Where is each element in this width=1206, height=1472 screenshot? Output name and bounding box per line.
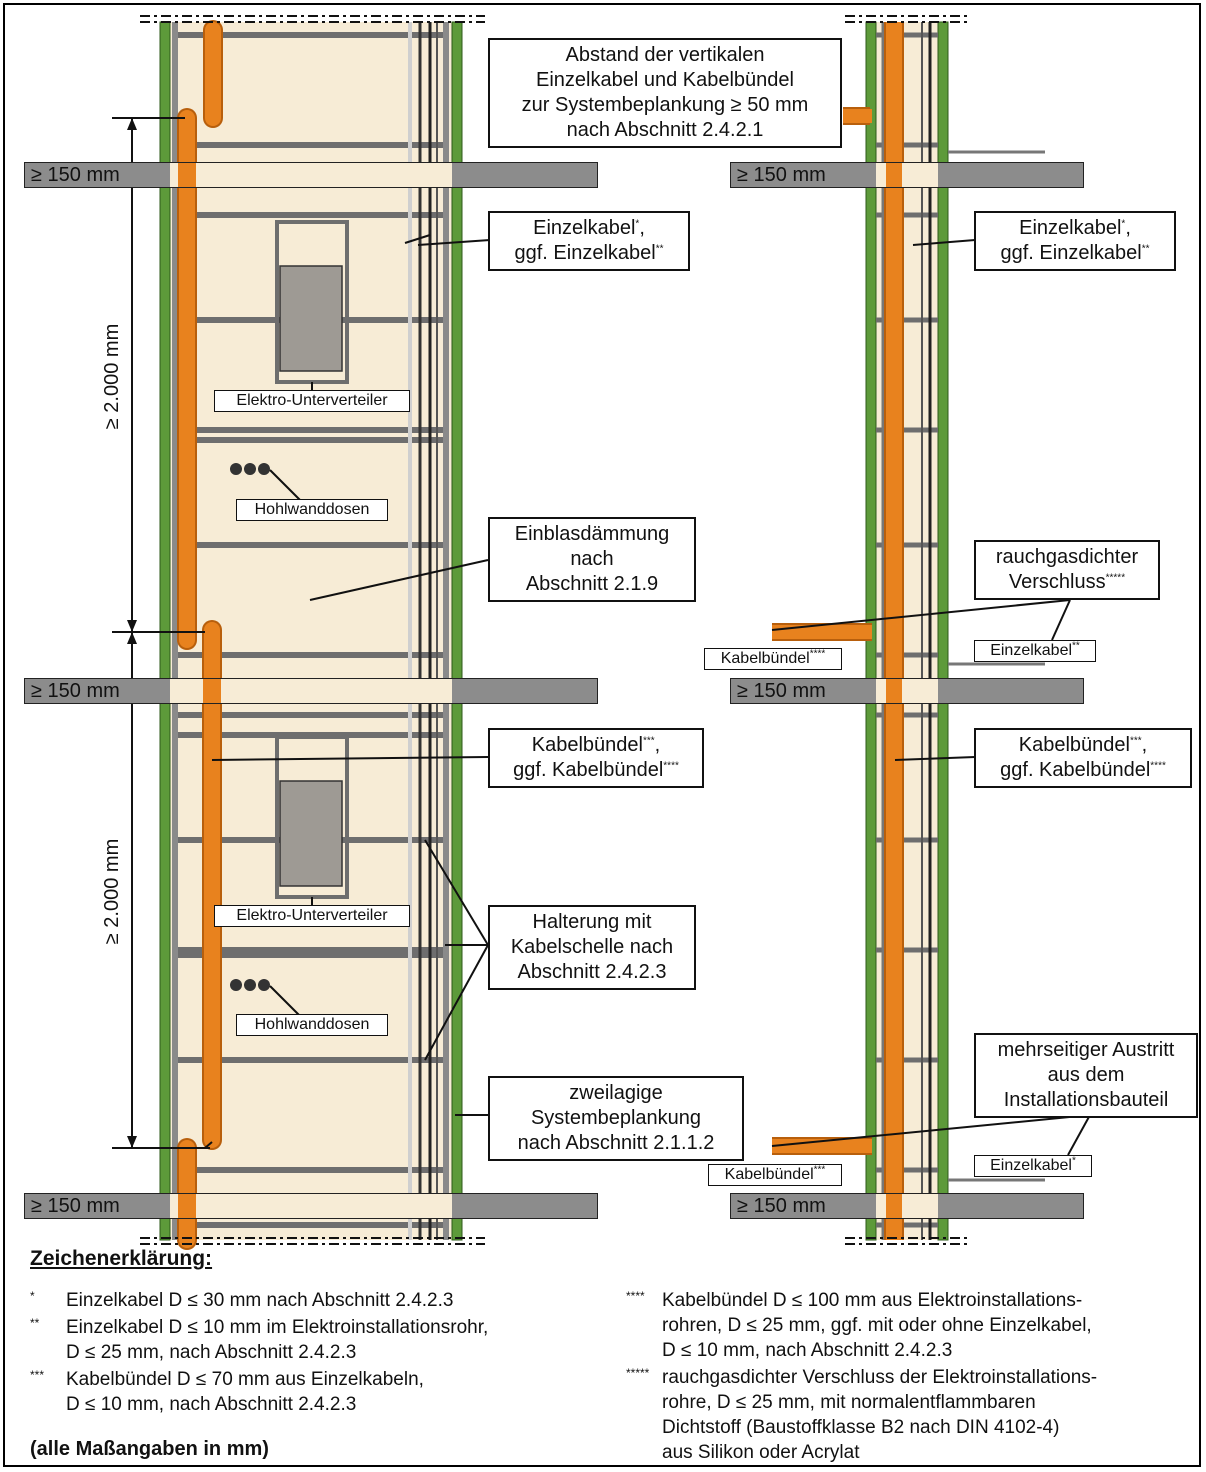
callout-einzelkabel-side: Einzelkabel*, ggf. Einzelkabel**	[974, 211, 1176, 271]
distributor-box-2	[279, 780, 343, 887]
dimension-lower: ≥ 2.000 mm	[101, 838, 124, 945]
legend-text: rauchgasdichter Verschluss der Elektroin…	[662, 1367, 1098, 1463]
label-kabelbuendel-4: Kabelbündel****	[704, 648, 842, 670]
callout-einzelkabel: Einzelkabel*, ggf. Einzelkabel**	[488, 211, 690, 271]
side-view	[772, 15, 1045, 1245]
slab-label: ≥ 150 mm	[31, 1195, 120, 1217]
legend-mark: *****	[626, 1366, 650, 1380]
callout-rauch: rauchgasdichter Verschluss*****	[974, 540, 1160, 600]
label-elektro-2: Elektro-Unterverteiler	[214, 905, 410, 927]
drawing-frame	[3, 3, 1201, 1467]
board-right-front	[451, 21, 463, 1241]
legend-mark: *	[30, 1289, 35, 1303]
callout-kabelbuendel: Kabelbündel***, ggf. Kabelbündel****	[488, 728, 704, 788]
legend-mark: ****	[626, 1289, 645, 1303]
label-einzelkabel-1: Einzelkabel*	[974, 1155, 1092, 1177]
slab-label: ≥ 150 mm	[737, 164, 826, 186]
units-note: (alle Maßangaben in mm)	[30, 1438, 269, 1460]
legend-text: Kabelbündel D ≤ 70 mm aus Einzelkabeln,D…	[66, 1369, 424, 1415]
dimension-upper: ≥ 2.000 mm	[101, 323, 124, 430]
legend-title: Zeichenerklärung:	[30, 1247, 213, 1270]
callout-kabelbuendel-side: Kabelbündel***, ggf. Kabelbündel****	[974, 728, 1192, 788]
label-kabelbuendel-3: Kabelbündel***	[708, 1164, 842, 1186]
legend-text: Kabelbündel D ≤ 100 mm aus Elektroinstal…	[662, 1290, 1092, 1361]
label-hohlwand-1: Hohlwanddosen	[236, 499, 388, 521]
slab-label: ≥ 150 mm	[737, 1195, 826, 1217]
label-hohlwand-2: Hohlwanddosen	[236, 1014, 388, 1036]
distributor-box-1	[279, 265, 343, 372]
stud-right	[443, 22, 449, 1240]
slab-label: ≥ 150 mm	[737, 680, 826, 702]
front-view	[112, 15, 485, 1250]
label-elektro-1: Elektro-Unterverteiler	[214, 390, 410, 412]
slab-label: ≥ 150 mm	[31, 164, 120, 186]
leader-lines	[204, 234, 1091, 1156]
legend-text: Einzelkabel D ≤ 30 mm nach Abschnitt 2.4…	[66, 1290, 454, 1311]
legend-mark: **	[30, 1316, 40, 1330]
label-einzelkabel-2: Einzelkabel**	[974, 640, 1096, 662]
slab-label: ≥ 150 mm	[31, 680, 120, 702]
legend-mark: ***	[30, 1368, 45, 1382]
legend-text: Einzelkabel D ≤ 10 mm im Elektroinstalla…	[66, 1317, 489, 1363]
